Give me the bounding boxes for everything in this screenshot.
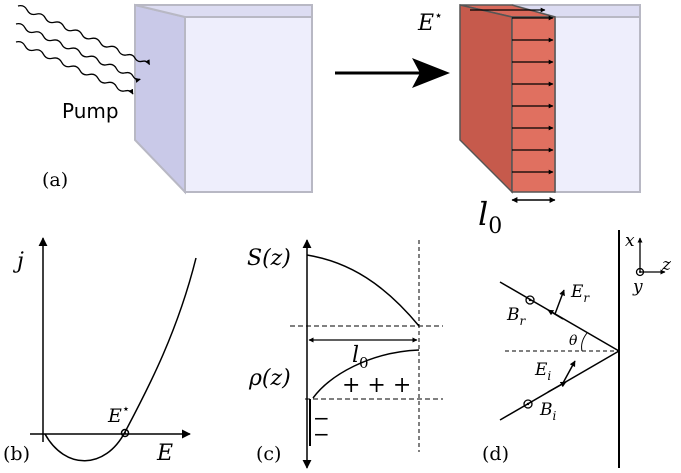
s-label: S(z)	[247, 246, 291, 271]
angle-arc	[581, 332, 588, 352]
operating-point	[120, 428, 130, 438]
y-axis-dot	[635, 267, 645, 277]
reflected-b-label: Br	[506, 305, 527, 328]
l0-label: l0	[352, 343, 369, 372]
incident-b-label: Bi	[539, 400, 557, 423]
reflected-e-vector	[554, 289, 565, 315]
incident-e-vector	[562, 360, 576, 384]
panel-c-label: (c)	[256, 443, 281, 465]
rho-curve	[312, 349, 420, 399]
incident-e-label: Ei	[534, 360, 551, 383]
energy-axis-label: E	[156, 441, 173, 466]
reflected-b-dot	[525, 295, 535, 305]
plus-signs: + + +	[342, 373, 411, 398]
x-axis-label: x	[625, 231, 635, 251]
length-label: l0	[478, 195, 502, 239]
panel-d: x z y Er Br θ Ei Bi (d)	[482, 230, 672, 468]
excited-layer	[459, 4, 556, 194]
incident-b-dot	[523, 399, 533, 409]
y-axis-label: y	[632, 277, 643, 297]
reflected-e-label: Er	[570, 282, 590, 305]
pump-waves	[15, 4, 151, 95]
panel-c: l0 S(z) ρ(z) + + + − − (c)	[247, 239, 443, 469]
j-axis-label: j	[12, 249, 24, 274]
transition-arrowhead	[412, 58, 450, 88]
material-block-left	[134, 3, 313, 195]
field-arrows	[470, 7, 554, 175]
panel-a-label: (a)	[42, 169, 68, 191]
panel-b-label: (b)	[3, 443, 30, 465]
panel-b: j E E⋆ (b)	[3, 237, 197, 466]
panel-a: Pump (a) E⋆ l0	[15, 3, 641, 239]
rho-label: ρ(z)	[248, 366, 291, 391]
minus-sign-2: −	[313, 422, 330, 446]
panel-d-label: (d)	[482, 443, 509, 465]
minus-sign-1: −	[313, 406, 330, 430]
point-label: E⋆	[107, 402, 130, 427]
z-axis-label: z	[661, 255, 672, 275]
angle-label: θ	[569, 333, 578, 349]
s-curve	[306, 254, 420, 327]
pump-label: Pump	[62, 99, 119, 123]
field-label: E⋆	[417, 8, 443, 36]
iv-curve	[44, 257, 197, 462]
